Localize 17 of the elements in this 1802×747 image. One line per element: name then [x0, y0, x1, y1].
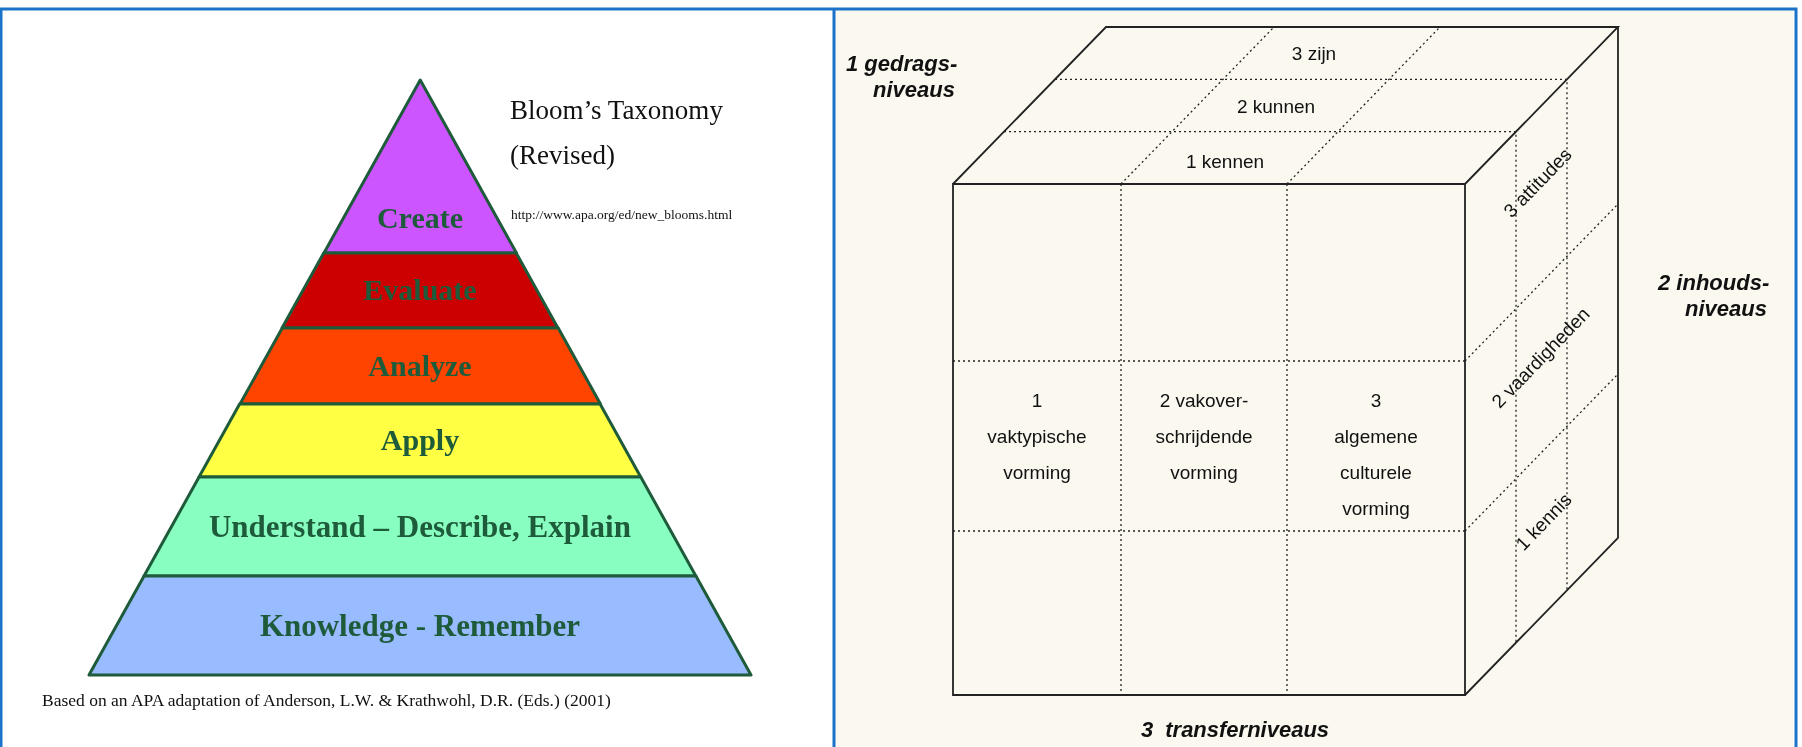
- cell-text: 2 kunnen: [1235, 96, 1317, 118]
- axis-label: 2 inhouds- niveaus: [1658, 270, 1771, 322]
- level-label: Knowledge - Remember: [258, 607, 582, 644]
- axis-label: 1 gedrags- niveaus: [846, 51, 959, 103]
- axis-label: 3 transferniveaus: [1139, 717, 1331, 743]
- title: Bloom’s Taxonomy (Revised): [510, 94, 724, 172]
- cell-text: 2 vakover- schrijdende vorming: [1155, 389, 1253, 485]
- cell-text: 3 zijn: [1290, 43, 1338, 65]
- source-caption: Based on an APA adaptation of Anderson, L.W. & Krathwohl, D.R. (Eds.) (2001): [42, 690, 612, 711]
- cell-text: 1 vaktypische vorming: [987, 389, 1087, 485]
- cell-text: 1 kennen: [1184, 151, 1266, 173]
- level-label: Evaluate: [362, 273, 478, 308]
- url-text: http://www.apa.org/ed/new_blooms.html: [511, 207, 734, 223]
- level-label: Analyze: [367, 348, 473, 384]
- level-label: Apply: [379, 423, 461, 458]
- level-label: Understand – Describe, Explain: [208, 508, 632, 545]
- cell-text: 3 algemene culturele vorming: [1334, 389, 1418, 521]
